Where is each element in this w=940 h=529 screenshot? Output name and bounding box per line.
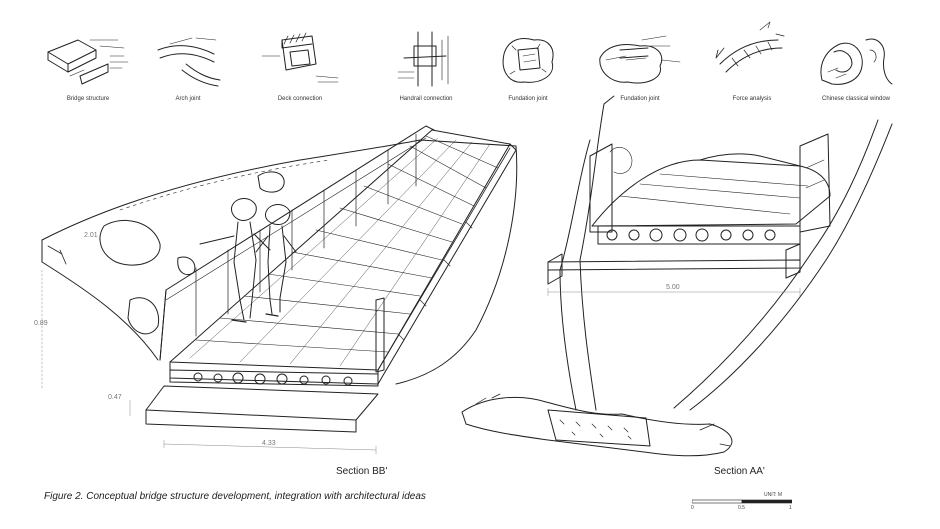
bridge-aa	[461, 95, 893, 457]
scale-bar-graphic	[692, 499, 792, 504]
figure-caption: Figure 2. Conceptual bridge structure de…	[44, 491, 426, 502]
sketch-label-bridge-structure: Bridge structure	[66, 96, 110, 102]
dimension-bb-height: 0.89	[34, 320, 48, 327]
thumb-chinese-window	[820, 38, 893, 85]
sketch-label-force-analysis: Force analysis	[732, 96, 772, 102]
thumb-force-analysis	[715, 21, 785, 73]
bridge-bb	[41, 125, 518, 455]
sketch-label-handrail-connection: Handrail connection	[399, 96, 453, 102]
dimension-aa-width: 5.00	[666, 284, 680, 291]
thumb-arch-joint	[157, 37, 221, 87]
thumb-foundation-joint-2	[599, 35, 681, 84]
sketch-label-arch-joint: Arch joint	[175, 96, 201, 102]
thumb-bridge-structure	[47, 39, 129, 85]
section-label-bb: Section BB'	[336, 466, 388, 477]
dimension-bb-deck: 0.47	[108, 394, 122, 401]
thumb-handrail-connection	[397, 31, 449, 87]
scale-tick-1: 1	[789, 505, 792, 511]
sketch-label-foundation-joint-1: Fundation joint	[508, 96, 548, 102]
scale-bar: UNIT: M 0 0.5 1	[691, 492, 792, 514]
thumb-foundation-joint-1	[502, 38, 554, 83]
sketch-label-deck-connection: Deck connection	[277, 96, 323, 102]
sketch-label-foundation-joint-2: Fundation joint	[620, 96, 660, 102]
dimension-bb-top: 2.01	[84, 232, 98, 239]
scale-tick-half: 0.5	[738, 505, 745, 511]
dimension-bb-width: 4.33	[262, 440, 276, 447]
section-label-aa: Section AA'	[714, 466, 765, 477]
scale-tick-0: 0	[691, 505, 694, 511]
scale-unit: UNIT: M	[764, 492, 783, 498]
sketch-label-chinese-window: Chinese classical window	[821, 96, 891, 102]
thumb-deck-connection	[261, 32, 339, 83]
